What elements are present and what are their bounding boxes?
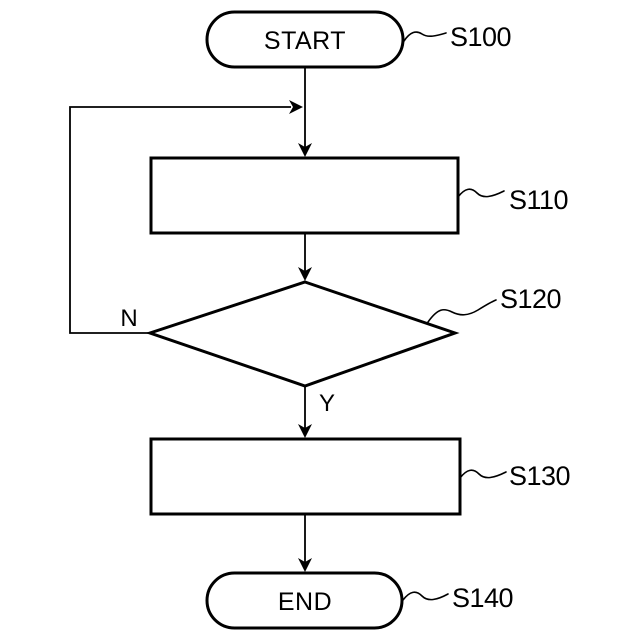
arrowhead-into-s130 [298,424,312,438]
squiggle-connector-s110 [457,188,505,198]
arrowhead-feedback-join [289,100,303,114]
step-label-s130: S130 [509,461,570,491]
squiggle-connector-s140 [402,591,449,601]
squiggle-connector-s130 [459,469,507,479]
terminator-start [205,10,405,69]
step-label-s110: S110 [509,185,568,215]
end-node-label: END [278,588,332,616]
start-node-label: START [264,27,346,55]
arrowhead-into-s120 [298,267,312,281]
terminator-end [205,571,404,630]
arrowhead-into-s110 [298,143,312,157]
squiggle-connector-s120 [427,299,497,323]
decision-diamond-s120 [145,280,460,388]
branch-label-no: N [120,305,137,332]
process-box-s130 [149,437,462,516]
step-label-s100: S100 [450,22,511,52]
process-box-s110 [149,156,460,235]
step-label-s140: S140 [452,583,513,613]
branch-label-yes: Y [319,390,335,417]
squiggle-connector-s100 [403,31,447,42]
step-label-s120: S120 [500,284,561,314]
arrowhead-into-end [298,558,312,572]
edge-feedback-no-loop [69,106,291,334]
